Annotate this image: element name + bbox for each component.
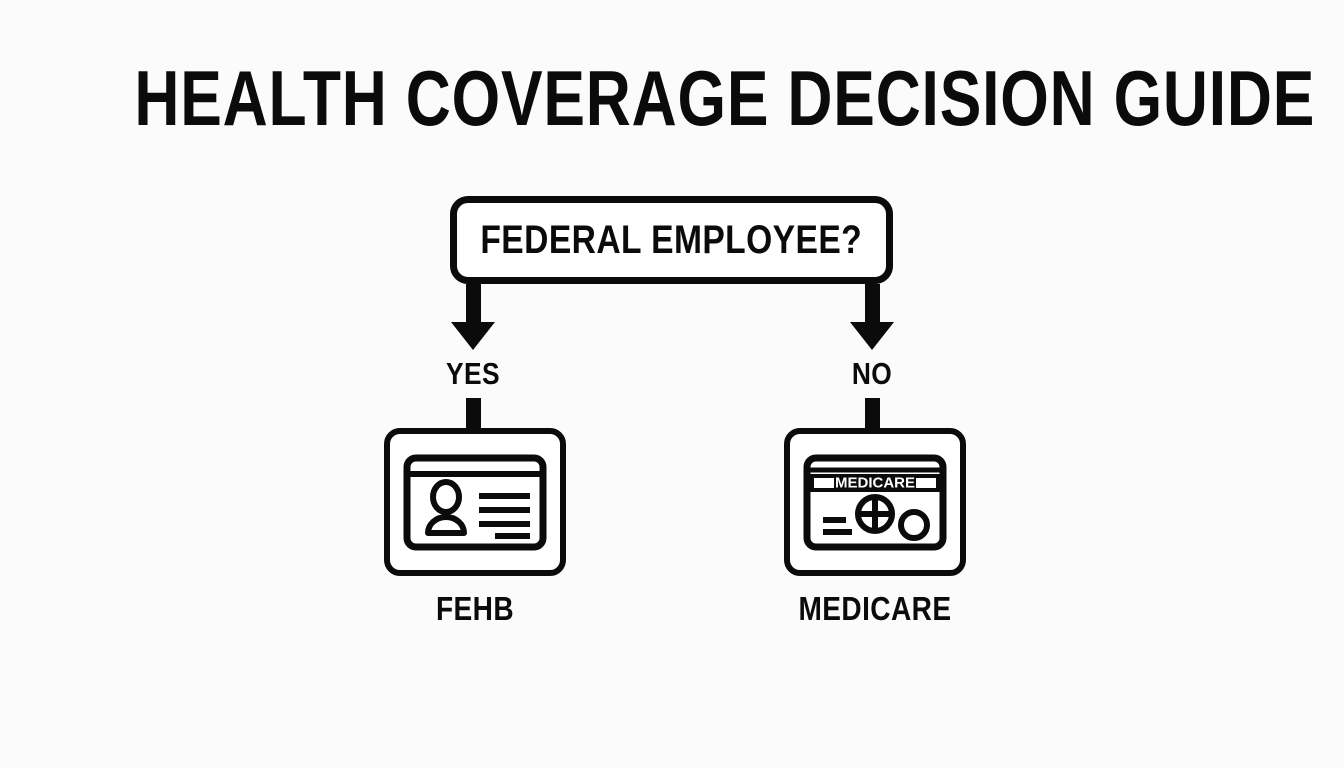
connector-stem-yes-upper: [466, 284, 481, 324]
fehb-card-frame: [384, 428, 566, 576]
outcome-fehb[interactable]: FEHB: [384, 428, 566, 627]
medicare-card-frame: MEDICARE: [784, 428, 966, 576]
connector-stem-no-upper: [865, 284, 880, 324]
connector-stem-no-lower: [865, 398, 880, 432]
arrowhead-yes-icon: [451, 322, 495, 350]
decision-node-federal-employee[interactable]: FEDERAL EMPLOYEE?: [450, 196, 893, 284]
id-card-icon: [403, 454, 547, 551]
connector-stem-yes-lower: [466, 398, 481, 432]
outcome-medicare[interactable]: MEDICARE MEDICARE: [784, 428, 966, 627]
branch-label-yes: YES: [445, 356, 501, 391]
medicare-band-text: MEDICARE: [835, 475, 915, 492]
outcome-label-medicare: MEDICARE: [798, 590, 952, 627]
outcome-label-fehb: FEHB: [435, 590, 515, 627]
decision-node-label: FEDERAL EMPLOYEE?: [480, 217, 863, 262]
arrowhead-no-icon: [850, 322, 894, 350]
medicare-card-icon: MEDICARE: [803, 454, 947, 551]
page-title: HEALTH COVERAGE DECISION GUIDE: [134, 54, 1316, 142]
branch-label-no: NO: [851, 356, 893, 391]
